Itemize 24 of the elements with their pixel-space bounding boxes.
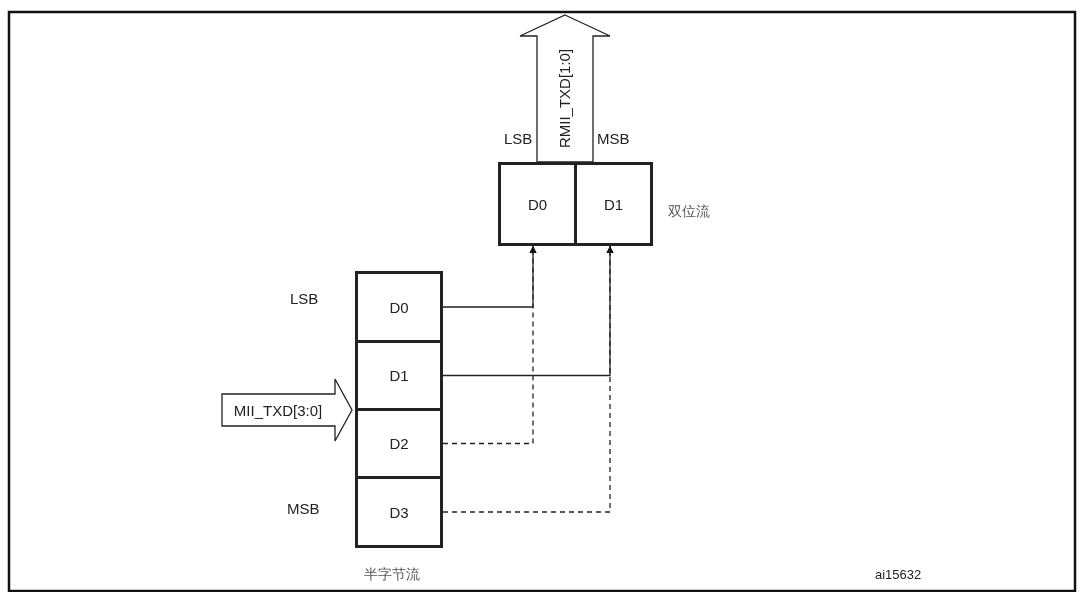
signal-name: RMII_TXD[1:0] [556,48,574,148]
stream-caption: 双位流 [668,203,710,221]
nibble-cell [355,476,443,548]
bit-order-label: LSB [290,290,319,307]
nibble-cell [355,271,443,343]
cell-label: D1 [603,195,624,213]
cell-label: D3 [389,503,409,521]
cell-label: D0 [389,298,409,316]
figure-id: ai15632 [875,567,922,582]
bit-cell [498,162,577,246]
bit-order-label: MSB [287,500,320,517]
signal-name: MII_TXD[3:0] [233,401,323,419]
nibble-cell [355,408,443,479]
nibble-cell [355,340,443,411]
connector [442,245,537,308]
bit-order-label: MSB [597,130,630,147]
connector [442,245,614,377]
bit-order-label: LSB [504,130,533,147]
cell-label: D1 [389,367,409,384]
block-arrow [221,378,353,442]
cell-label: D2 [389,435,409,452]
cell-label: D0 [527,195,548,213]
bit-cell [574,162,653,246]
stream-caption: 半字节流 [364,566,420,584]
